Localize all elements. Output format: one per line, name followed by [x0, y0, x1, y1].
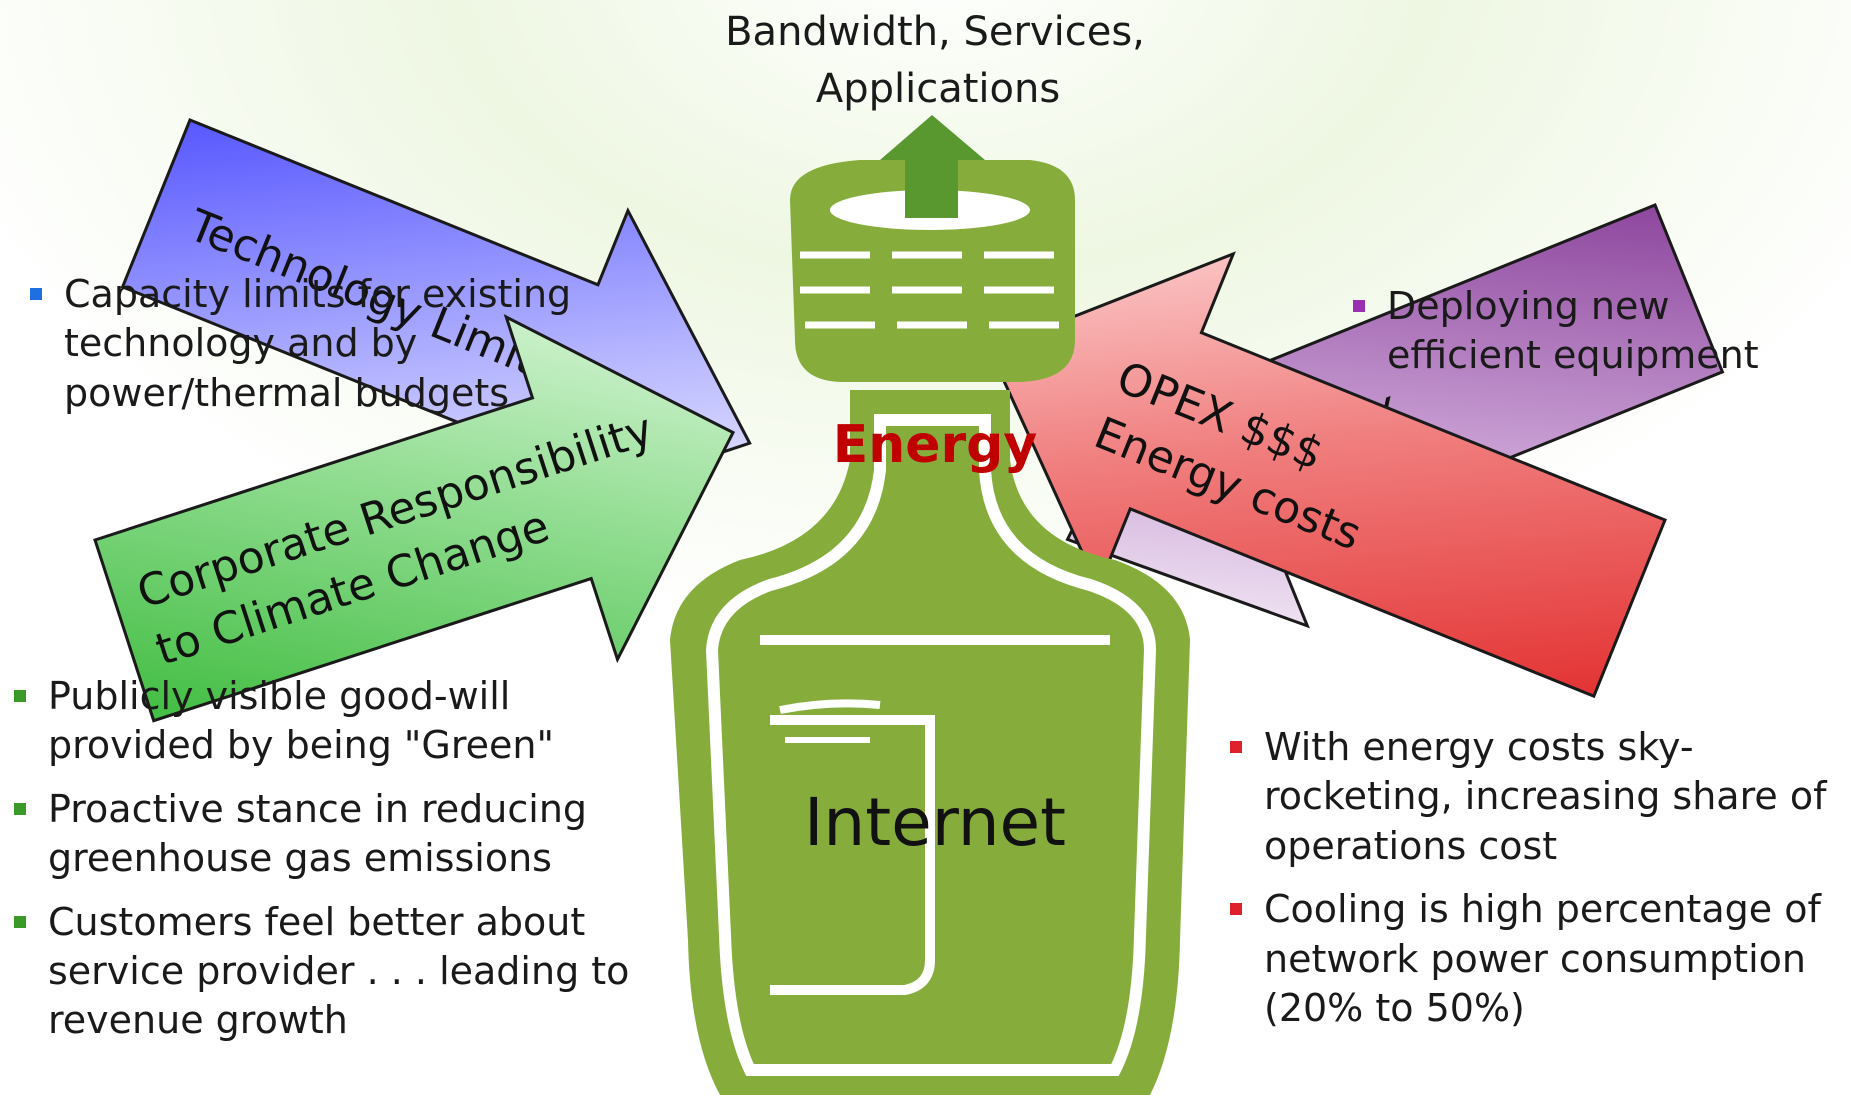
bottle-highlight	[705, 414, 1157, 1076]
opex-arrow: OPEX $$$ Energy costs	[987, 251, 1667, 699]
top-label-line-1: Bandwidth, Services,	[725, 9, 1145, 55]
technology-bullet-list: Capacity limits for existing technology …	[30, 270, 590, 418]
corporate-bullets: Publicly visible good-will provided by b…	[14, 672, 654, 1060]
technology-bullet-1: Capacity limits for existing technology …	[30, 270, 590, 418]
capex-bullet-list: Deploying new efficient equipment	[1353, 282, 1813, 381]
internet-bottle	[670, 160, 1190, 1095]
capex-bullets: Deploying new efficient equipment	[1353, 282, 1813, 395]
opex-bullet-1: With energy costs sky-rocketing, increas…	[1230, 723, 1840, 871]
technology-bullets: Capacity limits for existing technology …	[30, 270, 590, 432]
corporate-bullet-list: Publicly visible good-will provided by b…	[14, 672, 654, 1046]
corporate-bullet-3: Customers feel better about service prov…	[14, 898, 654, 1046]
up-arrow	[880, 115, 985, 218]
capex-bullet-1: Deploying new efficient equipment	[1353, 282, 1813, 381]
corporate-bullet-1: Publicly visible good-will provided by b…	[14, 672, 654, 771]
energy-label: Energy	[833, 415, 1038, 475]
internet-label: Internet	[804, 784, 1066, 861]
opex-bullet-2: Cooling is high percentage of network po…	[1230, 885, 1840, 1033]
corporate-bullet-2: Proactive stance in reducing greenhouse …	[14, 785, 654, 884]
opex-bullet-list: With energy costs sky-rocketing, increas…	[1230, 723, 1840, 1033]
top-label-line-2: Applications	[816, 66, 1060, 112]
opex-bullets: With energy costs sky-rocketing, increas…	[1230, 723, 1840, 1047]
corporate-responsibility-arrow: Corporate Responsibility to Climate Chan…	[93, 314, 736, 723]
